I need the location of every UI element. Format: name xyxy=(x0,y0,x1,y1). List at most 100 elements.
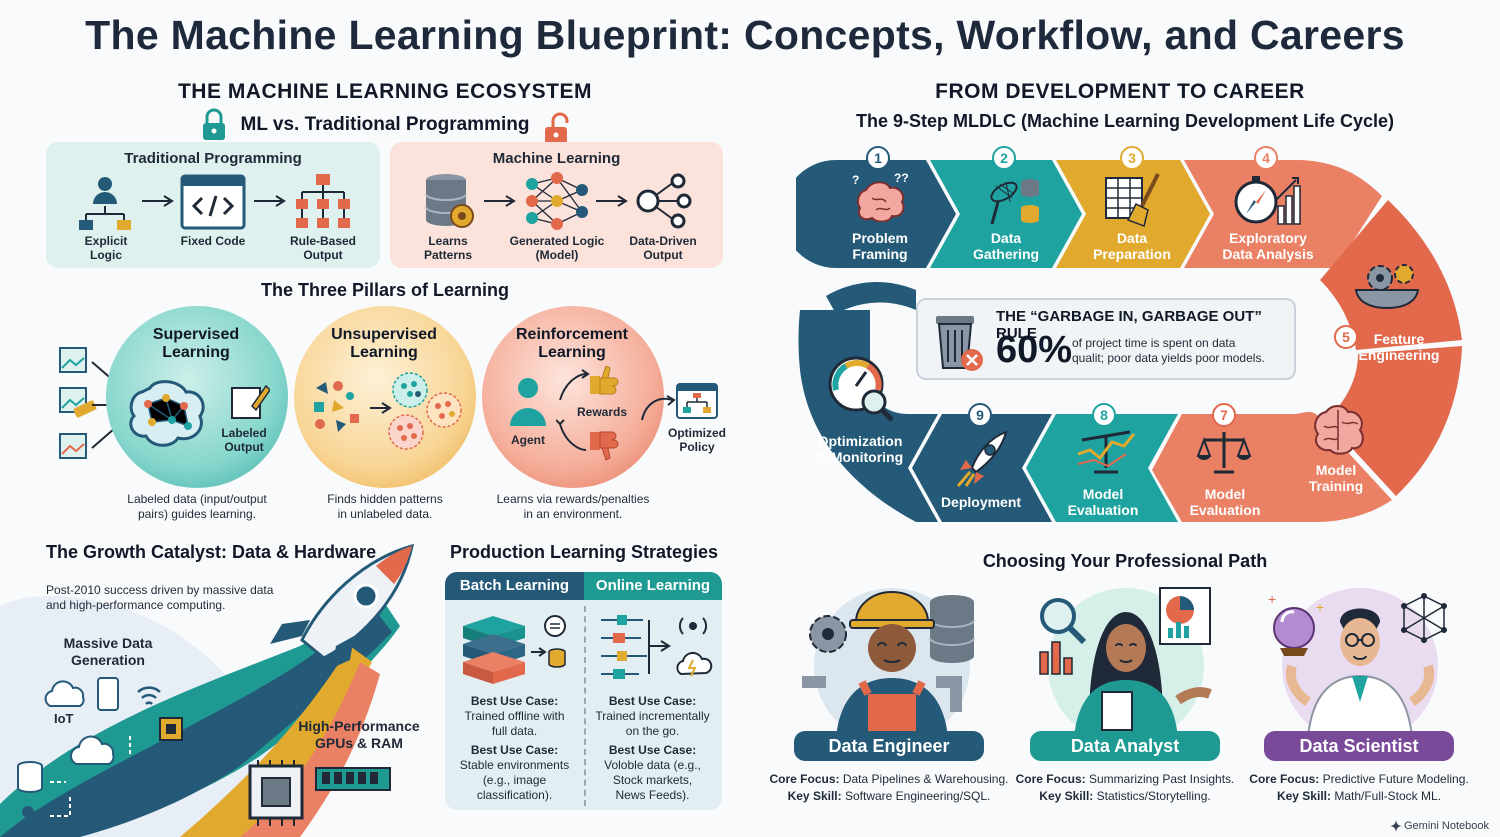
analyst-skill-label: Key Skill: xyxy=(1039,789,1094,803)
data-scientist-pill: Data Scientist xyxy=(1264,731,1454,761)
image-inputs-icon xyxy=(59,347,97,459)
svg-text:?: ? xyxy=(852,173,859,187)
iot-devices-icon xyxy=(44,677,161,711)
batch-case-1-text: Trained offline with full data. xyxy=(464,709,565,738)
step-4-badge: 4 xyxy=(1254,146,1278,170)
step-2-badge: 2 xyxy=(992,146,1016,170)
batch-case-1-label: Best Use Case: xyxy=(470,694,559,708)
step-3-badge: 3 xyxy=(1120,146,1144,170)
engineer-focus-text: Data Pipelines & Warehousing. xyxy=(842,772,1009,786)
brain-training-icon xyxy=(1314,405,1364,455)
batch-case-2-label: Best Use Case: xyxy=(470,743,559,757)
garbage-rule-box: THE “GARBAGE IN, GARBAGE OUT” RULE 60% o… xyxy=(916,298,1296,380)
batch-header: Batch Learning xyxy=(445,572,584,600)
net-database-icon xyxy=(990,179,1039,225)
traditional-panel: Traditional Programming Explicit Logic F… xyxy=(46,142,380,268)
step-8-label: Model Evaluation xyxy=(1067,486,1139,518)
step-4-label: Exploratory Data Analysis xyxy=(1222,230,1314,262)
supervised-title: Supervised Learning xyxy=(152,326,240,361)
data-analyst-illustration xyxy=(1039,587,1212,738)
scientist-skill-label: Key Skill: xyxy=(1276,789,1331,803)
rewards-label: Rewards xyxy=(576,405,628,419)
analyst-skill: Key Skill: Statistics/Storytelling. xyxy=(996,789,1254,804)
brain-network-icon xyxy=(129,380,205,447)
analyst-focus-label: Core Focus: xyxy=(1015,772,1086,786)
ml-item-1: Learns Patterns xyxy=(423,234,473,262)
arrow-icon xyxy=(484,195,516,207)
brain-question-icon: ? ?? xyxy=(852,172,908,222)
svg-text:+: + xyxy=(1268,591,1276,607)
data-analyst-pill: Data Analyst xyxy=(1030,731,1220,761)
loop-arrow-icon xyxy=(641,395,676,421)
arrow-icon xyxy=(254,195,286,207)
branch-icon xyxy=(636,173,692,229)
step-6-label: Model Training xyxy=(1308,462,1364,494)
garbage-title: THE “GARBAGE IN, GARBAGE OUT” RULE xyxy=(996,308,1262,342)
footer-brand: Gemini Notebook xyxy=(1404,820,1489,832)
policy-chart-icon xyxy=(676,383,718,419)
scale-icon xyxy=(1196,432,1252,474)
online-header: Online Learning xyxy=(584,572,722,600)
online-case-1: Best Use Case: Trained incrementally on … xyxy=(587,694,718,739)
scientist-focus-text: Predictive Future Modeling. xyxy=(1322,772,1469,786)
pillars-title: The Three Pillars of Learning xyxy=(260,280,510,300)
agent-icon xyxy=(510,378,546,426)
career-heading: FROM DEVELOPMENT TO CAREER xyxy=(935,80,1305,103)
gemini-sparkle-icon xyxy=(1390,820,1402,832)
batch-case-1: Best Use Case: Trained offline with full… xyxy=(449,694,580,739)
supervised-caption: Labeled data (input/output pairs) guides… xyxy=(127,492,267,521)
gauge-magnifier-icon xyxy=(828,356,894,422)
scientist-focus-label: Core Focus: xyxy=(1249,772,1320,786)
scientist-skill: Key Skill: Math/Full-Stock ML. xyxy=(1230,789,1488,804)
step-9-label: Deployment xyxy=(940,494,1022,510)
traditional-item-2: Fixed Code xyxy=(180,234,246,248)
batch-case-2-text: Stable environments (e.g., image classif… xyxy=(459,758,570,802)
ml-item-3: Data-Driven Output xyxy=(629,234,697,262)
ml-panel: Machine Learning Learns Patterns Generat… xyxy=(390,142,723,268)
batch-case-2: Best Use Case: Stable environments (e.g.… xyxy=(449,743,580,803)
clustering-icon xyxy=(314,372,462,450)
unlock-icon xyxy=(545,112,569,144)
traditional-item-1: Explicit Logic xyxy=(84,234,128,262)
step-7-badge: 7 xyxy=(1212,403,1236,427)
traditional-title: Traditional Programming xyxy=(124,150,302,167)
step-6-shape xyxy=(1326,346,1462,496)
data-engineer-illustration xyxy=(802,591,975,738)
growth-desc: Post-2010 success driven by massive data… xyxy=(46,583,274,612)
gears-bowl-icon xyxy=(1354,264,1420,310)
data-flow-icon xyxy=(17,717,183,828)
traditional-item-3: Rule-Based Output xyxy=(289,234,357,262)
reinforcement-circle xyxy=(482,306,664,488)
rocket-icon xyxy=(270,543,414,668)
gpu-ram-icon xyxy=(248,760,391,826)
ml-title: Machine Learning xyxy=(492,150,621,167)
edit-document-icon xyxy=(231,384,270,419)
arrow-icon xyxy=(596,195,628,207)
data-engineer-pill: Data Engineer xyxy=(794,731,984,761)
online-case-1-label: Best Use Case: xyxy=(608,694,697,708)
engineer-focus-label: Core Focus: xyxy=(769,772,840,786)
online-case-1-text: Trained incrementally on the go. xyxy=(595,709,710,738)
database-icon xyxy=(425,174,474,228)
broom-table-icon xyxy=(1105,173,1160,227)
reinforcement-outer-label: Optimized Policy xyxy=(667,426,726,454)
growth-background xyxy=(0,596,400,837)
garbage-text: of project time is spent on data qualit;… xyxy=(1072,336,1265,365)
neural-network-icon xyxy=(526,172,588,230)
online-stream-icon xyxy=(601,615,713,679)
strategies-title: Production Learning Strategies xyxy=(449,542,719,562)
code-window-icon xyxy=(180,174,246,230)
step-3-label: Data Preparation xyxy=(1093,230,1171,262)
online-case-2-text: Voloble data (e.g., Stock markets, News … xyxy=(604,758,701,802)
reinforcement-caption: Learns via rewards/penalties in an envir… xyxy=(496,492,650,521)
arrow-icon xyxy=(142,195,174,207)
rewards-cycle-icon xyxy=(556,366,619,461)
ecosystem-heading: THE MACHINE LEARNING ECOSYSTEM xyxy=(177,80,593,103)
data-scientist-illustration: + + xyxy=(1268,591,1447,738)
reinforcement-title: Reinforcement Learning xyxy=(515,326,629,361)
step-9-badge: 9 xyxy=(968,403,992,427)
step-7-label: Model Evaluation xyxy=(1189,486,1261,518)
engineer-skill-label: Key Skill: xyxy=(787,789,842,803)
unsupervised-title: Unsupervised Learning xyxy=(331,326,437,361)
agent-label: Agent xyxy=(511,433,545,447)
